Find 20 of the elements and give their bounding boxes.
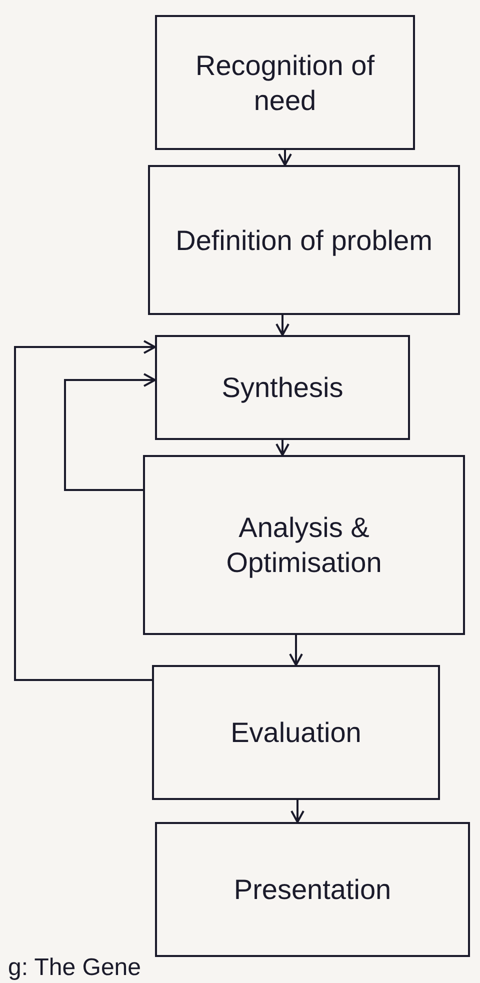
box-text: Recognition of need: [194, 48, 376, 118]
process-box: [152, 665, 440, 800]
arrow: [64, 373, 156, 491]
arrow: [290, 800, 304, 823]
box-text: Analysis & Optimisation: [225, 511, 383, 580]
process-box: [143, 455, 465, 635]
process-box: [148, 165, 460, 315]
arrow: [276, 440, 290, 456]
process-box: [155, 822, 470, 957]
arrow: [14, 340, 156, 681]
process-box: [155, 15, 415, 150]
caption-text: g: The Gene: [8, 953, 141, 983]
process-box: [155, 335, 410, 440]
box-text: Presentation: [234, 873, 392, 907]
box-text: Synthesis: [222, 371, 344, 405]
box-text: Evaluation: [230, 716, 362, 750]
arrow: [278, 150, 292, 166]
box-text: Definition of problem: [176, 224, 432, 258]
arrow: [276, 315, 290, 336]
arrow: [289, 635, 303, 666]
